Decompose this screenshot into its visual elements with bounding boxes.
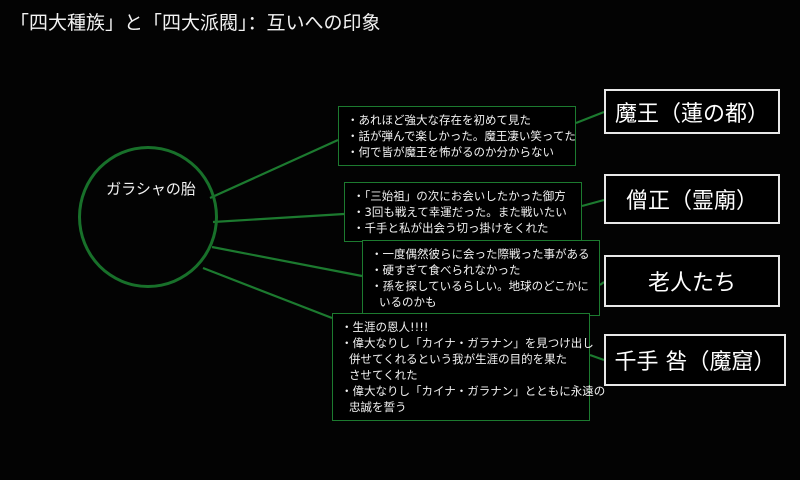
edge-note-1-to-faction-1: [575, 110, 605, 125]
faction-box-1[interactable]: 魔王（蓮の都）: [604, 89, 780, 134]
faction-label: 千手 咎（魔窟）: [614, 350, 776, 375]
note-line: ・偉大なりし「カイナ・ガラナン」を見つけ出し: [341, 336, 594, 350]
note-line: ・千手と私が出会う切っ掛けをくれた: [353, 221, 549, 235]
edge-note-3-to-faction-3: [599, 281, 605, 286]
note-box-1[interactable]: ・あれほど強大な存在を初めて見た・話が弾んで楽しかった。魔王凄い笑ってた・何で皆…: [338, 106, 576, 166]
note-box-4[interactable]: ・生涯の恩人!!!! ・偉大なりし「カイナ・ガラナン」を見つけ出し併せてくれるとい…: [332, 313, 606, 421]
faction-label: 僧正（霊廟）: [625, 189, 758, 214]
note-box-3[interactable]: ・一度偶然彼らに会った際戦った事がある・硬すぎて食べられなかった・孫を探している…: [362, 240, 600, 316]
note-line: ・話が弾んで楽しかった。魔王凄い笑ってた: [347, 129, 576, 143]
center-node-label: ガラシャの胎: [106, 180, 196, 198]
faction-box-3[interactable]: 老人たち: [604, 255, 780, 307]
faction-label: 老人たち: [647, 271, 736, 296]
note-line: ・生涯の恩人!!!!: [341, 320, 429, 334]
edge-note-4-to-faction-4: [589, 353, 605, 362]
note-line: させてくれた: [349, 368, 418, 382]
note-line: ・一度偶然彼らに会った際戦った事がある: [371, 247, 590, 261]
center-node[interactable]: ガラシャの胎: [78, 146, 218, 288]
note-line: いるのかも: [379, 295, 437, 309]
note-line: ・あれほど強大な存在を初めて見た: [347, 113, 531, 127]
edge-center-to-note-3: [211, 245, 363, 278]
edge-center-to-note-4: [202, 266, 333, 320]
faction-label: 魔王（蓮の都）: [614, 101, 769, 127]
note-line: 忠誠を誓う: [349, 400, 407, 414]
edge-center-to-note-2: [212, 212, 345, 224]
faction-box-2[interactable]: 僧正（霊廟）: [604, 174, 780, 224]
note-box-2[interactable]: ・「三始祖」の次にお会いしたかった御方・3回も戦えて幸運だった。また戦いたい・千…: [344, 182, 582, 242]
note-line: ・3回も戦えて幸運だった。また戦いたい: [353, 205, 567, 219]
faction-box-4[interactable]: 千手 咎（魔窟）: [604, 334, 786, 386]
note-line: ・偉大なりし「カイナ・ガラナン」とともに永遠の: [341, 384, 606, 398]
note-line: ・何で皆が魔王を怖がるのか分からない: [347, 145, 554, 159]
edge-center-to-note-1: [209, 138, 339, 200]
note-line: ・硬すぎて食べられなかった: [371, 263, 521, 277]
page-title: 「四大種族」と「四大派閥」：互いへの印象: [10, 12, 381, 34]
edge-note-2-to-faction-2: [581, 198, 605, 208]
note-line: 併せてくれるという我が生涯の目的を果た: [349, 352, 568, 366]
note-line: ・孫を探しているらしい。地球のどこかに: [371, 279, 589, 293]
note-line: ・「三始祖」の次にお会いしたかった御方: [353, 189, 566, 203]
